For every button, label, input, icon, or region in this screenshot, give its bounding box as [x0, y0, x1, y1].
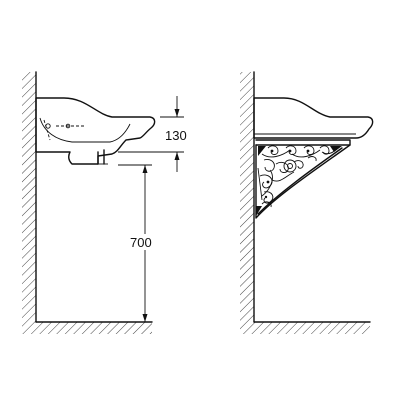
left-view-wall-mounted: 130 700 — [22, 71, 187, 334]
right-wall — [240, 71, 255, 334]
left-wall — [22, 71, 37, 334]
dimension-700: 700 — [118, 164, 162, 322]
right-basin-profile — [253, 97, 374, 139]
right-floor — [253, 321, 371, 334]
left-floor — [35, 321, 153, 334]
left-basin-profile — [35, 97, 156, 165]
dimension-label-130: 130 — [165, 128, 187, 143]
right-view-with-bracket — [240, 71, 374, 334]
dimension-130: 130 — [118, 96, 187, 172]
dimension-label-700: 700 — [130, 235, 152, 250]
ornamental-bracket — [255, 139, 351, 219]
